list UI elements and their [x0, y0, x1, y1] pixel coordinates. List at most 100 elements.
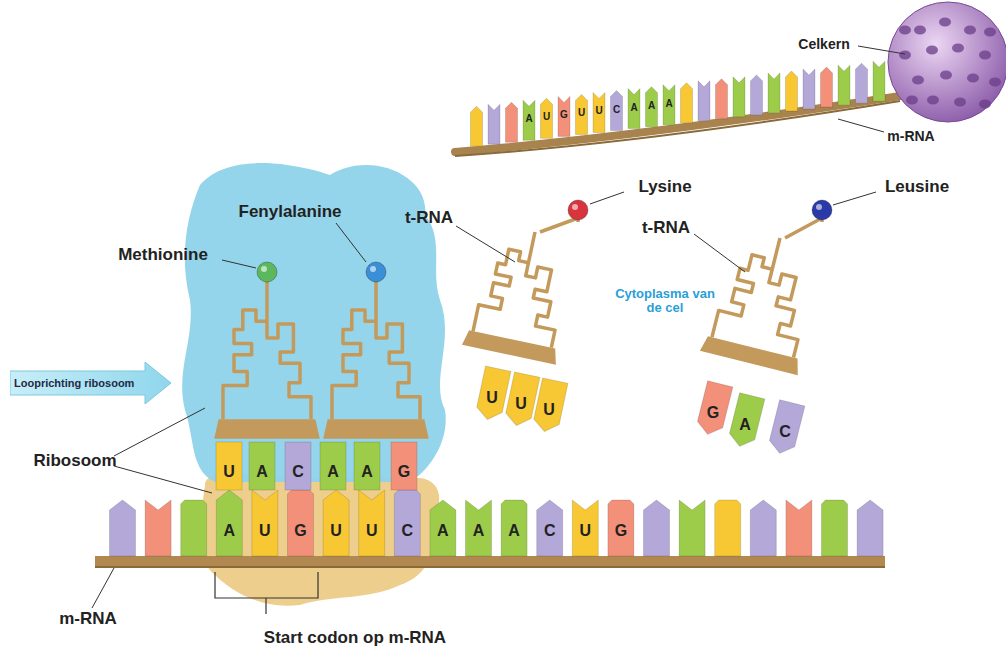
base-letter: C — [402, 522, 414, 540]
amino-acid — [366, 262, 386, 282]
base-letter: A — [327, 463, 339, 481]
anticodon-base — [216, 442, 242, 490]
nucleotide-base — [181, 500, 207, 556]
base-letter: G — [707, 404, 719, 422]
nucleotide-base — [537, 500, 563, 556]
base-letter: A — [473, 522, 485, 540]
amino-acid-highlight — [816, 204, 822, 210]
trna-anticodon-arm — [462, 329, 559, 364]
nuclear-pore — [954, 98, 966, 107]
nucleotide-base — [856, 63, 868, 103]
codon-bracket — [215, 572, 318, 614]
trna-cloverleaf — [712, 228, 821, 358]
anticodon-base — [475, 366, 511, 422]
nucleotide-base — [786, 500, 812, 556]
base-letter: A — [665, 97, 672, 108]
part-label: Celkern — [798, 37, 849, 52]
nucleotide-base — [646, 87, 658, 127]
base-letter: U — [580, 522, 592, 540]
nucleotide-base — [608, 500, 634, 556]
nuclear-pore — [979, 51, 991, 60]
leader-line — [456, 226, 515, 262]
nucleotide-base — [715, 500, 741, 556]
trna-stem — [540, 218, 578, 232]
base-letter: A — [361, 463, 373, 481]
nucleotide-base — [786, 71, 798, 111]
trna-cloverleaf — [332, 282, 420, 419]
nucleotide-base — [663, 85, 675, 125]
part-label: Methionine — [118, 246, 208, 265]
nucleotide-base — [541, 98, 553, 138]
nuclear-pore — [906, 96, 918, 105]
anticodon-base — [767, 400, 805, 457]
nucleotide-base — [750, 500, 776, 556]
nucleotide-base — [394, 490, 420, 556]
nuclear-pore — [952, 44, 964, 53]
anticodon-base — [249, 442, 275, 490]
nucleotide-base — [576, 94, 588, 134]
mrna-backbone-shadow — [95, 566, 885, 568]
nucleotide-base — [822, 500, 848, 556]
nucleotide-base — [751, 75, 763, 115]
anticodon-base — [285, 442, 311, 490]
nucleotide-base — [252, 490, 278, 556]
trna-molecule — [214, 282, 320, 439]
base-letter: C — [613, 103, 620, 114]
base-letter: G — [560, 109, 568, 120]
nuclear-pore — [989, 78, 1001, 87]
base-letter: A — [437, 522, 449, 540]
nucleotide-base — [288, 490, 314, 556]
leader-line — [590, 192, 624, 204]
nucleotide-base — [488, 104, 500, 144]
base-letter: U — [543, 111, 550, 122]
base-letter: A — [525, 113, 532, 124]
base-letter: U — [223, 463, 235, 481]
nucleotide-base — [430, 500, 456, 556]
nuclear-pore — [899, 51, 911, 60]
base-letter: G — [615, 522, 627, 540]
amino-acid — [257, 262, 277, 282]
nucleotide-base — [359, 490, 385, 556]
mrna-backbone — [455, 96, 900, 152]
trna-anticodon-arm — [323, 419, 429, 439]
leader-line — [858, 46, 905, 54]
nuclear-pore — [914, 26, 926, 35]
amino-acid-highlight — [370, 266, 376, 272]
anticodon-base — [532, 378, 568, 434]
trna-stem — [785, 218, 822, 238]
base-letter: A — [739, 416, 751, 434]
nucleotide-base — [216, 490, 242, 556]
trna-molecule — [323, 282, 429, 439]
base-letter: A — [256, 463, 268, 481]
nucleotide-base — [323, 490, 349, 556]
base-letter: A — [508, 522, 520, 540]
leader-line — [222, 260, 256, 268]
ribosome-small-subunit — [201, 473, 440, 606]
base-letter: U — [578, 107, 585, 118]
nucleotide-base — [681, 83, 693, 123]
nucleotide-base — [611, 91, 623, 131]
amino-acid-highlight — [572, 204, 578, 210]
part-label: t-RNA — [642, 219, 690, 238]
anticodon-base — [354, 442, 380, 490]
anticodon-base — [695, 381, 733, 438]
nuclear-pore — [964, 26, 976, 35]
anticodon-base — [320, 442, 346, 490]
nucleotide-base — [733, 77, 745, 117]
amino-acid-highlight — [261, 266, 267, 272]
base-letter: U — [515, 395, 527, 413]
trna-cloverleaf — [223, 282, 311, 419]
trna-anticodon-arm — [700, 335, 802, 375]
nucleotide-base — [821, 67, 833, 107]
amino-acid — [812, 200, 832, 220]
nuclear-pore — [927, 96, 939, 105]
nuclear-pore — [979, 100, 991, 109]
nucleotide-base — [716, 79, 728, 119]
cell-nucleus — [888, 2, 1006, 122]
base-letter: U — [366, 522, 378, 540]
leader-line — [114, 408, 205, 456]
nucleotide-base — [644, 500, 670, 556]
nucleotide-base — [466, 500, 492, 556]
leader-line — [694, 234, 745, 272]
